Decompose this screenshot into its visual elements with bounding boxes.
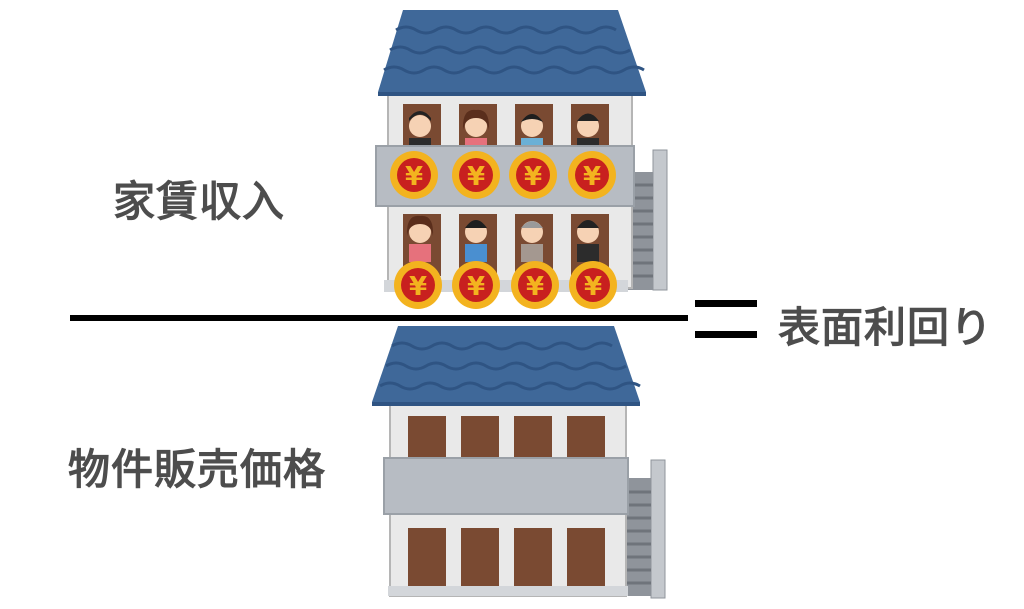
yen-coin-icon: ¥ [452,261,500,309]
yen-coin-icon: ¥ [568,151,616,199]
svg-text:¥: ¥ [524,162,542,192]
roof [372,326,641,406]
equals-bar-top [695,300,757,307]
tenant-elderly-man-icon [521,221,543,262]
tenants-lower [406,215,599,262]
result-label: 表面利回り [778,303,994,352]
stairs-icon [625,459,666,599]
svg-text:¥: ¥ [467,272,485,302]
tenant-man-in-suit-icon [577,220,599,262]
yen-coin-icon: ¥ [394,261,442,309]
svg-text:¥: ¥ [583,162,601,192]
fraction-line [70,315,688,321]
lower-doors [408,528,605,586]
roof [378,10,646,96]
svg-text:¥: ¥ [409,272,427,302]
equals-bar-bottom [695,331,757,338]
yen-coin-icon: ¥ [452,151,500,199]
yen-coin-icon: ¥ [511,261,559,309]
tenant-woman-icon [406,215,434,262]
svg-text:¥: ¥ [526,272,544,302]
svg-text:¥: ¥ [467,162,485,192]
yen-coin-icon: ¥ [509,151,557,199]
equals-sign [695,296,757,342]
svg-text:¥: ¥ [405,162,423,192]
coins-upper: ¥ ¥ ¥ ¥ [390,151,616,199]
svg-text:¥: ¥ [584,272,602,302]
yen-coin-icon: ¥ [390,151,438,199]
numerator-label: 家賃収入 [113,177,286,226]
coins-lower: ¥ ¥ ¥ ¥ [394,261,617,309]
yen-coin-icon: ¥ [569,261,617,309]
denominator-label: 物件販売価格 [68,445,327,494]
balcony [383,457,629,515]
tenant-man-icon [465,220,487,262]
upper-doors [408,416,605,462]
